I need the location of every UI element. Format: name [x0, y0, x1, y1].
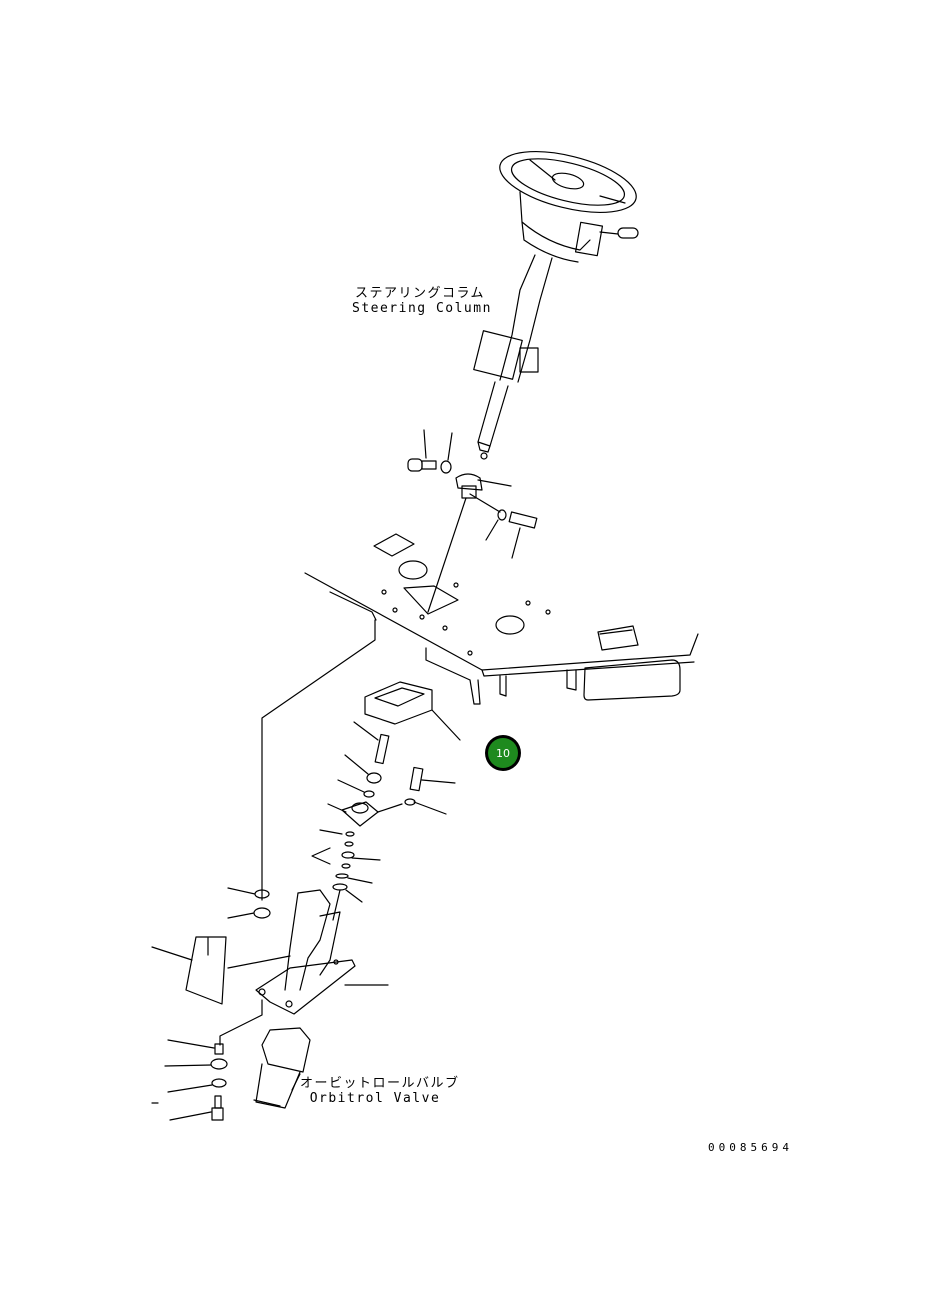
steering-wheel-icon	[499, 151, 639, 263]
cover-boot-icon	[364, 681, 461, 741]
callout-badge[interactable]: 10	[485, 735, 521, 771]
pedestal-bracket-icon	[255, 889, 389, 1015]
orbitrol-valve-label-jp: オービットロールバルブ	[300, 1076, 460, 1091]
document-number: 00085694	[708, 1141, 793, 1154]
steering-column-label-jp: ステアリングコラム	[354, 286, 486, 301]
lower-parts-icon	[311, 721, 456, 921]
left-parts-icon	[151, 887, 291, 1121]
orbitrol-valve-label: オービットロールバルブ Orbitrol Valve	[300, 1076, 460, 1106]
joint-fasteners-icon	[407, 429, 538, 613]
steering-column-label: ステアリングコラム Steering Column	[352, 286, 492, 316]
orbitrol-valve-icon	[253, 1027, 311, 1109]
steering-column-icon	[473, 254, 553, 460]
floor-plate-icon	[261, 533, 699, 901]
callout-number: 10	[488, 738, 518, 768]
steering-column-label-en: Steering Column	[352, 301, 492, 316]
orbitrol-valve-label-en: Orbitrol Valve	[309, 1091, 441, 1106]
